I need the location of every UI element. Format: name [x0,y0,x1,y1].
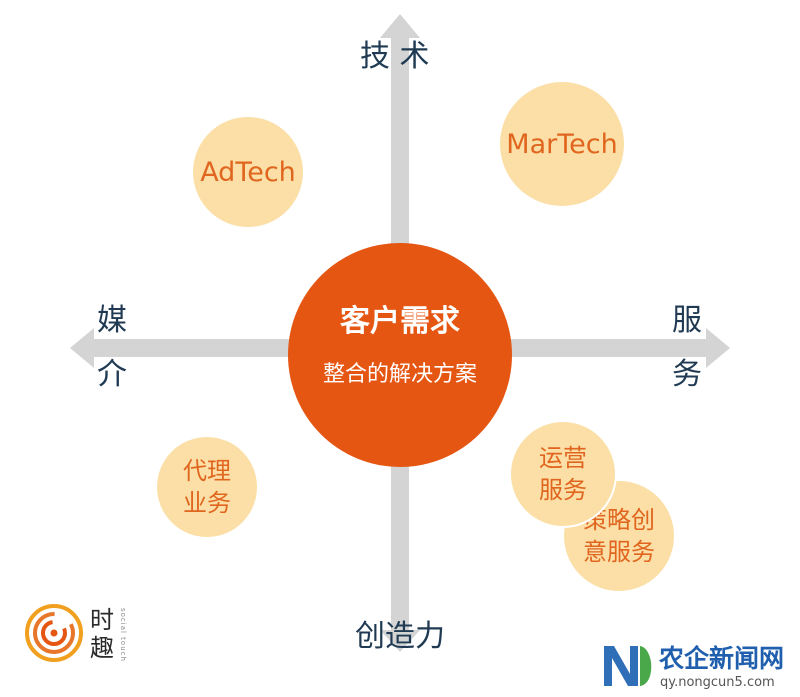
strategy-label-line2: 意服务 [583,538,655,566]
customer-needs-circle: 客户需求 整合的解决方案 [288,243,512,467]
adtech-circle: AdTech [193,117,303,227]
strategy-circle: 策略创 意服务 [562,479,676,593]
axis-label-creativity: 创造力 [355,619,445,654]
axis-label-media-1: 媒 [97,303,127,338]
right-arrowhead [706,328,730,368]
martech-label: MarTech [506,128,618,160]
watermark-title: 农企新闻网 [659,644,785,673]
agency-label-line1: 代理 [183,457,231,485]
axis-label-media-2: 介 [97,357,127,392]
agency-label-line2: 业务 [183,489,231,517]
axis-label-technology: 技 术 [360,39,430,74]
logo-vertical-text: social touch [119,608,127,662]
center-title: 客户需求 [340,304,460,339]
axis-label-service-1: 服 [672,303,702,338]
adtech-label: AdTech [200,156,296,188]
martech-circle: MarTech [500,82,624,206]
down-arrowhead [380,630,420,652]
watermark-url: qy.nongcun5.com [660,675,775,690]
social-touch-logo-icon [25,604,83,662]
logo-char-1: 时 [90,606,114,634]
axis-label-service-2: 务 [672,357,702,392]
center-subtitle: 整合的解决方案 [322,362,477,387]
nd-logo-icon [604,646,652,686]
operations-label-line1: 运营 [539,444,587,472]
left-arrowhead [70,328,94,368]
operations-circle: 运营 服务 [509,420,617,528]
agency-circle: 代理 业务 [157,437,257,537]
operations-label-line2: 服务 [539,476,587,504]
up-arrowhead [380,14,420,38]
logo-char-2: 趣 [90,634,114,662]
